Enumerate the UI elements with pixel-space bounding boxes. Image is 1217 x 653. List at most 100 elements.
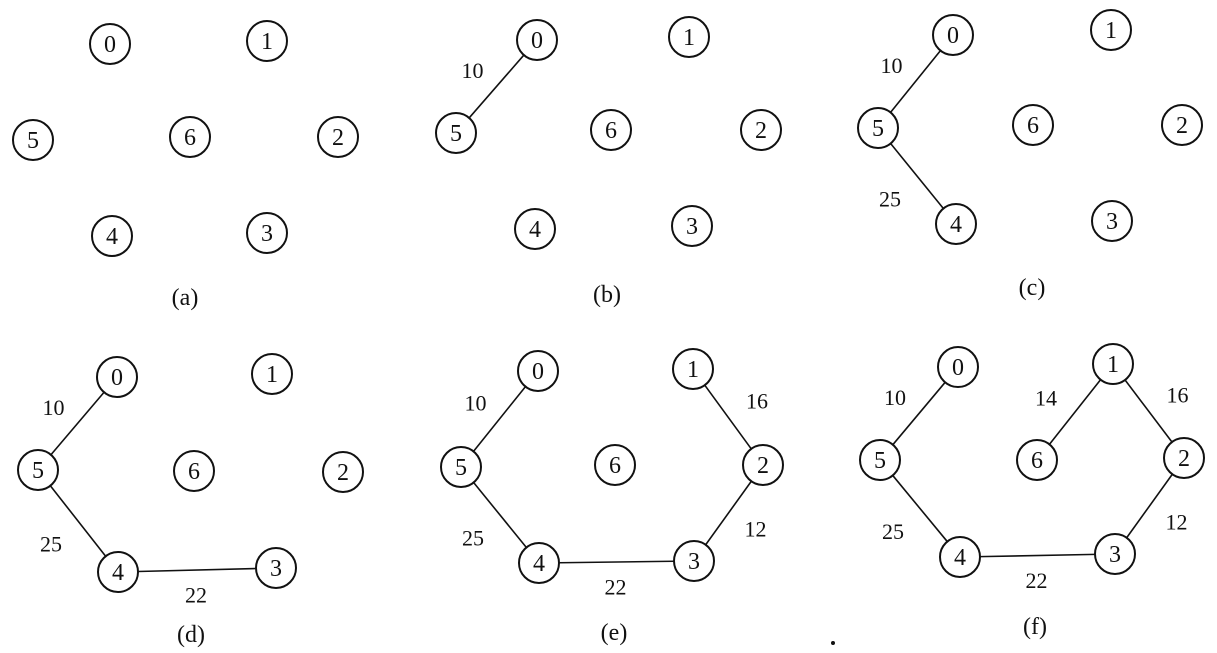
node-circle xyxy=(322,451,364,493)
node-circle xyxy=(742,444,784,486)
edge-5-0 xyxy=(472,386,527,452)
node-3: 3 xyxy=(671,205,713,247)
node-0: 0 xyxy=(517,350,559,392)
node-label: 6 xyxy=(188,459,200,485)
node-4: 4 xyxy=(514,208,556,250)
node-label: 4 xyxy=(529,217,541,243)
edge-5-4 xyxy=(892,474,948,543)
node-label: 2 xyxy=(332,125,344,151)
node-circle xyxy=(516,19,558,61)
node-circle xyxy=(91,215,133,257)
edge-weight-label: 12 xyxy=(745,517,767,542)
node-label: 5 xyxy=(874,448,886,474)
node-label: 5 xyxy=(455,455,467,481)
node-label: 6 xyxy=(605,118,617,144)
node-5: 5 xyxy=(435,112,477,154)
node-label: 3 xyxy=(1109,542,1121,568)
node-label: 2 xyxy=(1176,113,1188,139)
node-circle xyxy=(740,109,782,151)
node-circle xyxy=(937,346,979,388)
node-label: 2 xyxy=(757,453,769,479)
edge-5-0 xyxy=(50,391,105,456)
node-circle xyxy=(17,449,59,491)
node-2: 2 xyxy=(322,451,364,493)
edge-4-3 xyxy=(558,560,675,564)
edge-weight-label: 22 xyxy=(1026,568,1048,593)
node-circle xyxy=(440,446,482,488)
edge-weight-label: 25 xyxy=(882,519,904,544)
edge-5-0 xyxy=(889,50,942,113)
node-label: 2 xyxy=(755,118,767,144)
node-3: 3 xyxy=(673,540,715,582)
edge-weight-label: 10 xyxy=(462,58,484,83)
node-label: 2 xyxy=(337,460,349,486)
node-circle xyxy=(1094,533,1136,575)
node-label: 0 xyxy=(111,365,123,391)
edge-3-2 xyxy=(705,480,752,546)
stray-dot xyxy=(831,641,835,645)
node-4: 4 xyxy=(518,542,560,584)
edge-weight-label: 10 xyxy=(465,391,487,416)
node-5: 5 xyxy=(440,446,482,488)
panel-caption: (c) xyxy=(1019,275,1046,301)
node-label: 4 xyxy=(112,560,124,586)
node-circle xyxy=(246,20,288,62)
node-2: 2 xyxy=(317,116,359,158)
node-2: 2 xyxy=(1161,104,1203,146)
node-circle xyxy=(1091,200,1133,242)
node-circle xyxy=(518,542,560,584)
node-circle xyxy=(97,551,139,593)
panel-caption: (a) xyxy=(172,285,199,311)
edge-6-1 xyxy=(1048,379,1102,445)
edge-4-3 xyxy=(137,567,257,573)
node-label: 1 xyxy=(261,29,273,55)
node-label: 3 xyxy=(688,549,700,575)
node-2: 2 xyxy=(1163,437,1205,479)
edge-weight-label: 10 xyxy=(884,385,906,410)
edge-5-4 xyxy=(472,482,528,548)
node-6: 6 xyxy=(594,444,636,486)
node-circle xyxy=(251,353,293,395)
edge-weight-label: 10 xyxy=(43,395,65,420)
node-label: 0 xyxy=(947,23,959,49)
node-label: 1 xyxy=(266,362,278,388)
node-4: 4 xyxy=(97,551,139,593)
node-circle xyxy=(859,439,901,481)
edge-5-4 xyxy=(889,143,945,209)
edge-5-0 xyxy=(892,381,946,446)
node-label: 0 xyxy=(104,32,116,58)
node-circle xyxy=(932,14,974,56)
edge-weight-label: 25 xyxy=(462,526,484,551)
node-label: 5 xyxy=(32,458,44,484)
node-circle xyxy=(1090,9,1132,51)
node-label: 1 xyxy=(687,357,699,383)
panel-caption: (b) xyxy=(593,282,621,308)
node-3: 3 xyxy=(1091,200,1133,242)
node-circle xyxy=(935,203,977,245)
node-circle xyxy=(517,350,559,392)
node-3: 3 xyxy=(246,212,288,254)
edge-5-0 xyxy=(468,54,525,119)
edge-weight-label: 22 xyxy=(605,575,627,600)
node-6: 6 xyxy=(169,116,211,158)
edge-1-2 xyxy=(1124,379,1173,443)
node-1: 1 xyxy=(672,348,714,390)
node-1: 1 xyxy=(246,20,288,62)
node-circle xyxy=(673,540,715,582)
node-0: 0 xyxy=(937,346,979,388)
node-5: 5 xyxy=(857,107,899,149)
node-circle xyxy=(671,205,713,247)
node-0: 0 xyxy=(516,19,558,61)
node-6: 6 xyxy=(1016,439,1058,481)
node-label: 4 xyxy=(106,224,118,250)
node-1: 1 xyxy=(1092,343,1134,385)
edge-4-3 xyxy=(979,553,1096,558)
node-circle xyxy=(1016,439,1058,481)
node-2: 2 xyxy=(742,444,784,486)
node-1: 1 xyxy=(1090,9,1132,51)
node-label: 6 xyxy=(609,453,621,479)
